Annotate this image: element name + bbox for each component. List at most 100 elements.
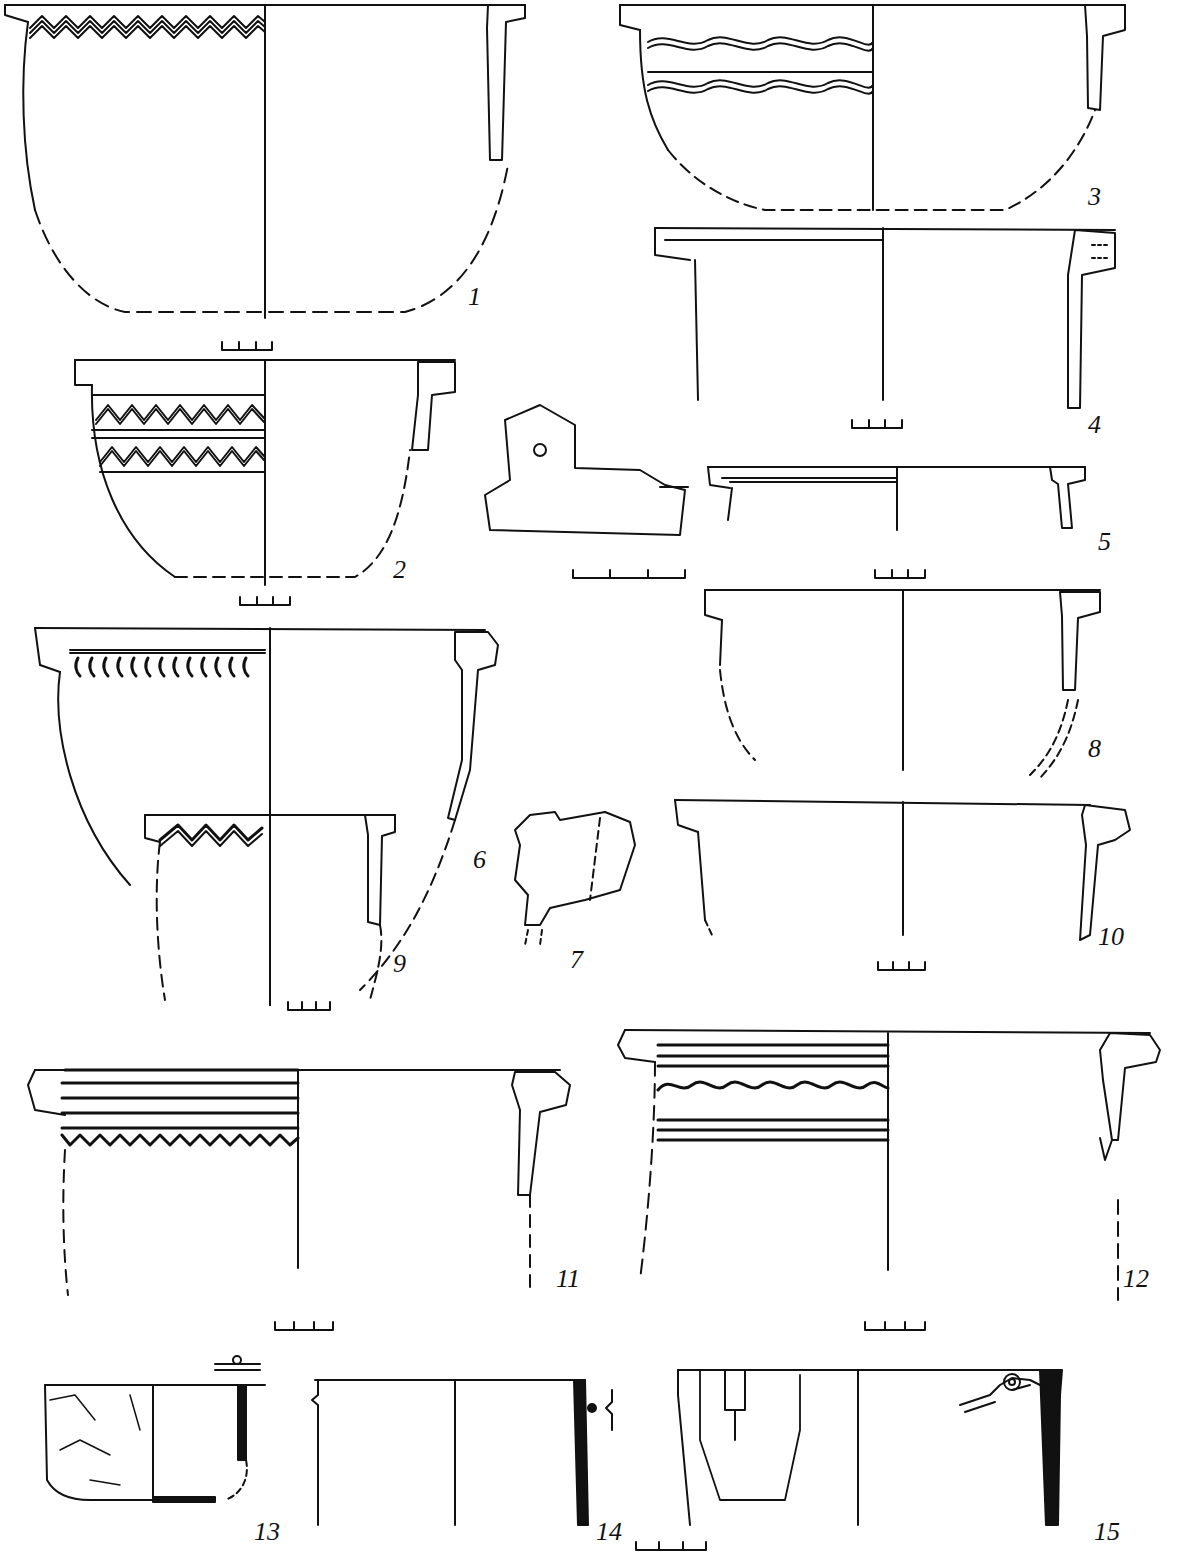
vessel-line [887,1033,889,1270]
vessel-line [728,488,732,520]
vessel-line [675,800,698,832]
vessel-line [660,486,688,488]
vessel-8 [705,590,1100,778]
vessel-line [269,628,271,1005]
vessel-line [145,815,160,842]
vessel-1 [5,5,525,350]
vessel-line [448,632,498,820]
callout-number: 14 [596,1518,622,1546]
vessel-line [370,925,381,1000]
vessel-line [725,1370,745,1440]
vessel-line [96,405,264,420]
vessel-line [76,658,248,676]
vessel-10 [675,800,1130,970]
vessel-line [865,1322,925,1330]
vessel-line [678,1370,690,1525]
vessel-line [852,420,902,428]
vessel-line [92,395,265,472]
vessel-2 [75,360,455,605]
vessel-line [720,670,755,760]
callout-number: 13 [254,1518,280,1546]
vessel-line [648,86,873,93]
callout-number: 9 [393,950,406,978]
vessel-line [62,1070,298,1128]
vessel-line [45,1385,210,1500]
vessel-line [658,1045,888,1140]
vessel-line [655,228,690,260]
vessel-line [45,1384,265,1386]
vessel-line [35,628,60,672]
vessel-line [365,815,395,925]
vessel-line [675,800,1090,805]
vessel-line [512,1072,570,1195]
vessel-line [705,590,722,620]
vessel-14 [312,1380,706,1550]
vessel-line [665,239,883,241]
vessel-line [668,110,1095,210]
vessel-line [902,802,904,935]
vessel-line [1050,467,1085,528]
vessel-line [63,1150,530,1295]
vessel-line [160,831,262,846]
vessel-line [153,1497,215,1502]
vessel-line [58,672,130,885]
callout-number: 1 [468,283,481,311]
callout-number: 8 [1088,735,1101,763]
vessel-line [35,628,485,630]
vessel-line [30,26,265,38]
callout-number: 6 [473,846,486,874]
vessel-line [23,22,35,210]
vessel-line [454,1380,456,1525]
vessel-line [75,360,92,385]
vessel-9 [145,815,395,1010]
vessel-line [269,815,271,1005]
callout-number: 10 [1098,923,1124,951]
vessel-line [875,570,925,578]
vessel-line [1085,5,1125,110]
vessel-line [240,597,290,605]
vessel-line [275,1322,333,1330]
vessel-line [882,228,884,400]
vessel-line [312,1380,318,1525]
vessel-line [960,1378,1060,1412]
vessel-line [225,1460,247,1500]
vessel-line [1100,1033,1160,1140]
vessel-line [35,165,508,312]
vessel-line [700,1370,800,1500]
vessel-line [872,5,874,210]
vessel-15 [678,1370,1062,1525]
vessel-6 [35,628,498,1005]
callout-number: 2 [393,556,406,584]
vessel-line [288,1002,330,1010]
vessel-line [1060,592,1100,690]
vessel-line [315,1379,585,1381]
vessel-line [157,842,165,1000]
vessel-3 [620,5,1125,210]
callout-number: 4 [1088,411,1101,439]
callout-number: 5 [1098,528,1111,556]
vessel-line [636,1542,706,1550]
vessel-line [70,650,265,653]
vessel-line [1080,805,1130,940]
vessel-line [534,444,546,456]
vessel-line [588,1404,596,1412]
vessel-line [678,1369,1060,1371]
vessel-line [485,405,685,535]
vessel-line [487,5,525,160]
vessel-11 [28,1070,570,1330]
vessel-line [525,930,542,945]
vessel-line [1004,1374,1020,1390]
vessel-line [720,620,722,665]
vessel-13 [45,1356,265,1502]
vessel-line [618,1030,655,1062]
callout-number: 3 [1088,183,1101,211]
vessel-line [1009,1379,1015,1385]
vessel-line [515,812,635,925]
vessel-line [606,1390,612,1430]
vessel-line [1100,1138,1112,1160]
vessel-line [705,920,712,935]
vessel-line [62,1135,298,1145]
vessel-line [640,30,668,150]
callout-number: 12 [1123,1265,1149,1293]
